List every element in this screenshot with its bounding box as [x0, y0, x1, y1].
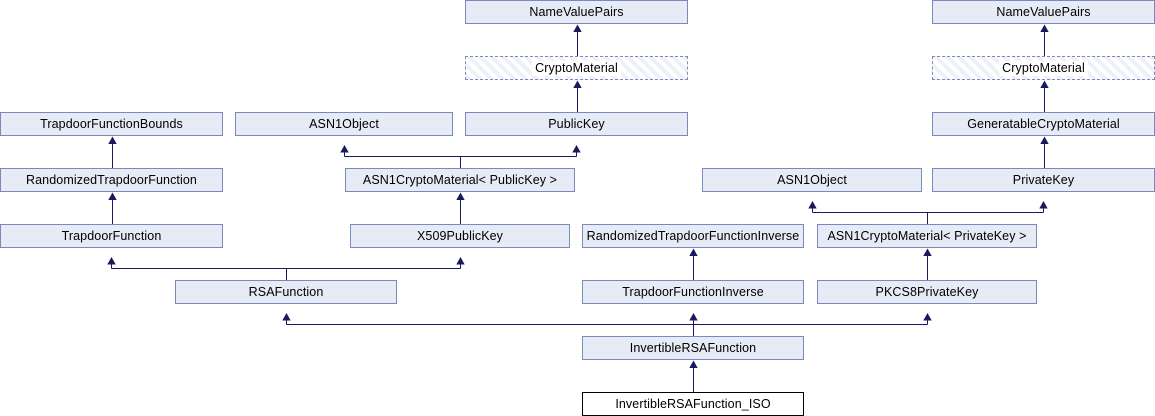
class-node-asn1obj-right[interactable]: ASN1Object — [702, 168, 922, 192]
class-node-nvp-right[interactable]: NameValuePairs — [932, 0, 1155, 24]
arrowhead-privatekey-to-genmaterial — [1040, 136, 1049, 144]
class-node-trapdoorfn[interactable]: TrapdoorFunction — [0, 224, 223, 248]
class-node-rsafunction[interactable]: RSAFunction — [175, 280, 397, 304]
class-node-label: ASN1Object — [309, 117, 379, 131]
arrowhead-publickey-to-cm_left — [573, 80, 582, 88]
arrowhead-invrsa-0 — [282, 313, 291, 321]
class-node-rtfinv[interactable]: RandomizedTrapdoorFunctionInverse — [582, 224, 804, 248]
arrowhead-rsafunction-1 — [456, 257, 465, 265]
arrowhead-pkcs8priv-to-asn1cm_priv — [923, 248, 932, 256]
class-node-tfinverse[interactable]: TrapdoorFunctionInverse — [582, 280, 804, 304]
class-node-cm-left[interactable]: CryptoMaterial — [465, 56, 688, 80]
class-node-label: InvertibleRSAFunction_ISO — [615, 397, 771, 411]
class-node-pkcs8priv[interactable]: PKCS8PrivateKey — [817, 280, 1037, 304]
class-node-publickey[interactable]: PublicKey — [465, 112, 688, 136]
class-node-invrsa-iso[interactable]: InvertibleRSAFunction_ISO — [582, 392, 804, 416]
arrowhead-cm_left-to-nvp_left — [573, 24, 582, 32]
arrowhead-x509pub-to-asn1cm_pub — [456, 192, 465, 200]
arrowhead-asn1cm_pub-1 — [572, 145, 581, 153]
class-node-x509pub[interactable]: X509PublicKey — [350, 224, 570, 248]
class-node-label: RandomizedTrapdoorFunction — [26, 173, 197, 187]
class-node-label: X509PublicKey — [416, 229, 504, 243]
class-node-privatekey[interactable]: PrivateKey — [932, 168, 1155, 192]
class-node-genmaterial[interactable]: GeneratableCryptoMaterial — [932, 112, 1155, 136]
arrowhead-asn1cm_priv-1 — [1039, 201, 1048, 209]
class-node-asn1cm-pub[interactable]: ASN1CryptoMaterial< PublicKey > — [345, 168, 575, 192]
class-node-asn1cm-priv[interactable]: ASN1CryptoMaterial< PrivateKey > — [817, 224, 1037, 248]
class-node-label: TrapdoorFunction — [61, 229, 162, 243]
class-node-invrsa[interactable]: InvertibleRSAFunction — [582, 336, 804, 360]
class-node-label: CryptoMaterial — [999, 61, 1088, 76]
class-node-label: NameValuePairs — [996, 5, 1091, 19]
class-node-label: NameValuePairs — [529, 5, 624, 19]
arrowhead-asn1cm_priv-0 — [808, 201, 817, 209]
class-node-nvp-left[interactable]: NameValuePairs — [465, 0, 688, 24]
class-node-label: PrivateKey — [1012, 173, 1075, 187]
class-node-tfbounds[interactable]: TrapdoorFunctionBounds — [0, 112, 223, 136]
class-node-label: ASN1CryptoMaterial< PrivateKey > — [827, 229, 1027, 243]
class-node-label: RSAFunction — [248, 285, 324, 299]
class-node-label: ASN1Object — [777, 173, 847, 187]
class-node-label: ASN1CryptoMaterial< PublicKey > — [362, 173, 558, 187]
arrowhead-invrsa-1 — [689, 313, 698, 321]
class-node-cm-right[interactable]: CryptoMaterial — [932, 56, 1155, 80]
class-node-label: RandomizedTrapdoorFunctionInverse — [586, 229, 800, 243]
class-node-rtf[interactable]: RandomizedTrapdoorFunction — [0, 168, 223, 192]
class-node-label: TrapdoorFunctionInverse — [622, 285, 764, 299]
arrowhead-cm_right-to-nvp_right — [1040, 24, 1049, 32]
class-node-label: GeneratableCryptoMaterial — [967, 117, 1120, 131]
class-node-label: CryptoMaterial — [532, 61, 621, 76]
class-node-asn1obj-left[interactable]: ASN1Object — [235, 112, 453, 136]
arrowhead-invrsa_iso-to-invrsa — [689, 360, 698, 368]
arrowhead-asn1cm_pub-0 — [340, 145, 349, 153]
arrowhead-genmaterial-to-cm_right — [1040, 80, 1049, 88]
class-node-label: TrapdoorFunctionBounds — [40, 117, 183, 131]
class-node-label: InvertibleRSAFunction — [629, 341, 757, 355]
arrowhead-rsafunction-0 — [107, 257, 116, 265]
arrowhead-invrsa-2 — [923, 313, 932, 321]
arrowhead-tfinverse-to-rtfinv — [689, 248, 698, 256]
arrowhead-rtf-to-tfbounds — [108, 136, 117, 144]
arrowhead-trapdoorfn-to-rtf — [108, 192, 117, 200]
class-node-label: PKCS8PrivateKey — [875, 285, 979, 299]
class-node-label: PublicKey — [548, 117, 605, 131]
